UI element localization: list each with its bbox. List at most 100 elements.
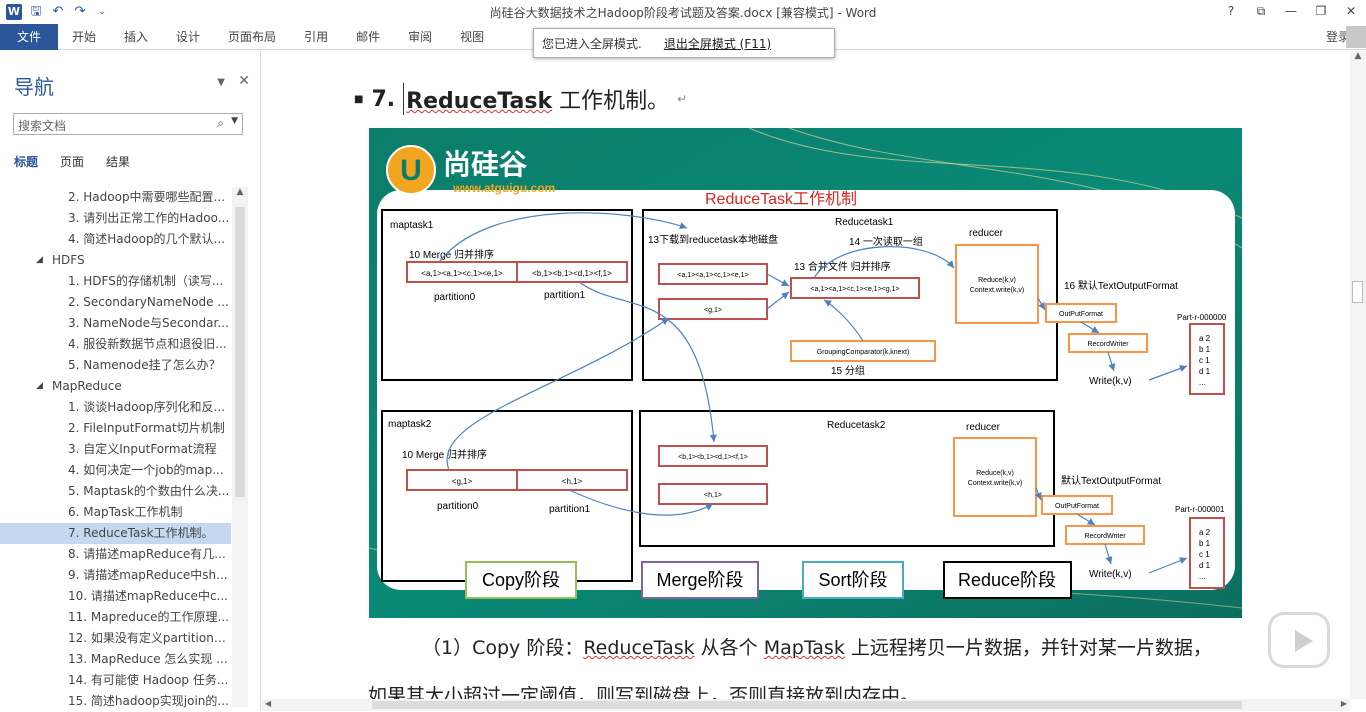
video-play-icon[interactable] bbox=[1268, 612, 1330, 668]
nav-heading-item[interactable]: 15. 简述hadoop实现join的... bbox=[0, 691, 231, 712]
part-line: c 1 bbox=[1199, 356, 1210, 365]
document-vertical-scrollbar[interactable]: ▲ bbox=[1350, 51, 1366, 699]
part-line: b 1 bbox=[1199, 345, 1211, 354]
nav-heading-item[interactable]: 11. Mapreduce的工作原理... bbox=[0, 607, 231, 628]
nav-heading-item[interactable]: 10. 请描述mapReduce中c... bbox=[0, 586, 231, 607]
part1-label: Part-r-000001 bbox=[1175, 505, 1225, 514]
minimize-button[interactable]: — bbox=[1285, 4, 1297, 18]
arrow-write1-to-part bbox=[1148, 365, 1188, 381]
nav-heading-item[interactable]: ◢MapReduce bbox=[0, 376, 231, 397]
m2-p0-data: <g,1> bbox=[452, 477, 473, 486]
pane-options-icon[interactable]: ▼ bbox=[217, 77, 225, 88]
customize-qat-icon[interactable]: ⌄ bbox=[98, 7, 106, 17]
save-icon[interactable]: 🖫 bbox=[30, 4, 42, 19]
nav-scrollbar[interactable]: ▲ bbox=[232, 187, 248, 707]
nav-heading-label: 4. 服役新数据节点和退役旧... bbox=[68, 337, 227, 351]
redo-icon[interactable]: ↷ bbox=[74, 4, 86, 19]
nav-heading-item[interactable]: 3. 自定义InputFormat流程 bbox=[0, 439, 231, 460]
nav-scroll-thumb[interactable] bbox=[235, 207, 245, 497]
nav-heading-item[interactable]: 5. Maptask的个数由什么决... bbox=[0, 481, 231, 502]
part1-file bbox=[1189, 517, 1225, 589]
nav-heading-item[interactable]: 9. 请描述mapReduce中sh... bbox=[0, 565, 231, 586]
logo-url: www.atguigu.com bbox=[452, 181, 555, 195]
nav-heading-item[interactable]: 6. MapTask工作机制 bbox=[0, 502, 231, 523]
tab-design[interactable]: 设计 bbox=[176, 29, 201, 44]
nav-heading-item[interactable]: 1. 谈谈Hadoop序列化和反... bbox=[0, 397, 231, 418]
tab-view[interactable]: 视图 bbox=[460, 29, 485, 44]
scroll-up-icon[interactable]: ▲ bbox=[236, 187, 244, 197]
nav-heading-item[interactable]: 4. 服役新数据节点和退役旧... bbox=[0, 334, 231, 355]
fullscreen-notice: 您已进入全屏模式. 退出全屏模式 (F11) bbox=[533, 28, 835, 58]
paragraph-copy-stage: （1）Copy 阶段：ReduceTask 从各个 MapTask 上远程拷贝一… bbox=[422, 633, 1212, 660]
nav-heading-item[interactable]: 1. HDFS的存储机制（读写... bbox=[0, 271, 231, 292]
tab-layout[interactable]: 页面布局 bbox=[228, 29, 277, 44]
restore-button[interactable]: ❐ bbox=[1315, 4, 1327, 18]
vscroll-thumb[interactable] bbox=[1352, 281, 1363, 303]
nav-heading-item[interactable]: 8. 请描述mapReduce有几... bbox=[0, 544, 231, 565]
help-button[interactable]: ? bbox=[1227, 4, 1235, 18]
tab-references[interactable]: 引用 bbox=[304, 29, 329, 44]
heading-bullet: ■ bbox=[354, 93, 364, 105]
hscroll-thumb[interactable] bbox=[372, 701, 1242, 709]
word-logo-icon: W bbox=[6, 4, 22, 20]
nav-heading-label: 2. Hadoop中需要哪些配置... bbox=[68, 190, 226, 204]
nav-heading-item[interactable]: 14. 有可能使 Hadoop 任务... bbox=[0, 670, 231, 691]
nav-heading-item[interactable]: 3. 请列出正常工作的Hadoo... bbox=[0, 208, 231, 229]
collapse-icon[interactable]: ◢ bbox=[36, 255, 43, 265]
r1-merged-data: <a,1><a,1><c,1><e,1><g,1> bbox=[810, 286, 899, 293]
nav-heading-item[interactable]: 7. ReduceTask工作机制。 bbox=[0, 523, 231, 544]
login-link[interactable]: 登录 bbox=[1325, 30, 1350, 44]
avatar[interactable] bbox=[1346, 26, 1366, 48]
document-area[interactable]: ■ 7. ReduceTask 工作机制。 ↵ U 尚硅谷 www.atguig… bbox=[262, 51, 1350, 699]
ribbon-display-button[interactable]: ⧉ bbox=[1256, 4, 1266, 18]
part-line: ... bbox=[1199, 572, 1206, 581]
nav-heading-item[interactable]: 4. 简述Hadoop的几个默认... bbox=[0, 229, 231, 250]
nav-pane-controls: ▼ ✕ bbox=[217, 73, 250, 89]
arrow-out2-to-rw bbox=[1076, 513, 1096, 526]
search-dropdown-icon[interactable]: ▼ bbox=[231, 116, 238, 126]
collapse-icon[interactable]: ◢ bbox=[36, 381, 43, 391]
nav-heading-item[interactable]: 3. NameNode与Secondar... bbox=[0, 313, 231, 334]
tab-file[interactable]: 文件 bbox=[0, 23, 58, 50]
search-input[interactable]: 搜索文档 ⌕ ▼ bbox=[13, 113, 243, 135]
nav-heading-item[interactable]: 12. 如果没有定义partitione... bbox=[0, 628, 231, 649]
nav-heading-item[interactable]: 13. MapReduce 怎么实现 ... bbox=[0, 649, 231, 670]
close-button[interactable]: ✕ bbox=[1345, 4, 1357, 18]
search-icon[interactable]: ⌕ bbox=[217, 116, 224, 130]
undo-icon[interactable]: ↶ bbox=[52, 4, 64, 19]
nav-heading-item[interactable]: 5. Namenode挂了怎么办？ bbox=[0, 355, 231, 376]
nav-heading-item[interactable]: 4. 如何决定一个job的map... bbox=[0, 460, 231, 481]
tab-insert[interactable]: 插入 bbox=[124, 29, 149, 44]
stage-box-sort bbox=[802, 561, 904, 599]
document-horizontal-scrollbar[interactable]: ◀ ▶ bbox=[262, 699, 1350, 711]
nav-heading-item[interactable]: 2. FileInputFormat切片机制 bbox=[0, 418, 231, 439]
tab-mailings[interactable]: 邮件 bbox=[356, 29, 381, 44]
para1-c: 从各个 bbox=[694, 637, 764, 659]
tab-review[interactable]: 审阅 bbox=[408, 29, 433, 44]
scroll-right-icon[interactable]: ▶ bbox=[1340, 699, 1347, 708]
maptask1-label: maptask1 bbox=[390, 220, 434, 231]
nav-heading-item[interactable]: 2. SecondaryNameNode ... bbox=[0, 292, 231, 313]
stage-reduce: Reduce阶段 bbox=[958, 570, 1056, 590]
nav-heading-item[interactable]: 2. Hadoop中需要哪些配置... bbox=[0, 187, 231, 208]
nav-heading-item[interactable]: ◢HDFS bbox=[0, 250, 231, 271]
exit-fullscreen-link[interactable]: 退出全屏模式 (F11) bbox=[663, 36, 772, 51]
scroll-left-icon[interactable]: ◀ bbox=[265, 699, 272, 708]
heading-number: 7. bbox=[371, 86, 396, 112]
nav-heading-label: 5. Maptask的个数由什么决... bbox=[68, 484, 230, 498]
nav-heading-label: 11. Mapreduce的工作原理... bbox=[68, 610, 229, 624]
m1-partition1-box bbox=[516, 261, 628, 283]
tab-results[interactable]: 结果 bbox=[106, 155, 131, 169]
nav-heading-label: 1. HDFS的存储机制（读写... bbox=[68, 274, 224, 288]
tab-home[interactable]: 开始 bbox=[72, 29, 97, 44]
paragraph-continued: 如果其大小超过一定阈值，则写到磁盘上，否则直接放到内存中。 bbox=[368, 685, 920, 699]
tab-headings[interactable]: 标题 bbox=[14, 155, 39, 169]
nav-heading-label: 13. MapReduce 怎么实现 ... bbox=[68, 652, 228, 666]
close-pane-icon[interactable]: ✕ bbox=[238, 73, 250, 89]
stage-merge: Merge阶段 bbox=[656, 570, 743, 590]
scroll-up-icon[interactable]: ▲ bbox=[1354, 51, 1362, 61]
reducetask2-box bbox=[639, 410, 1055, 547]
nav-heading-label: 2. FileInputFormat切片机制 bbox=[68, 421, 225, 435]
arrow-rw1-to-write bbox=[1107, 351, 1116, 372]
tab-pages[interactable]: 页面 bbox=[60, 155, 85, 169]
